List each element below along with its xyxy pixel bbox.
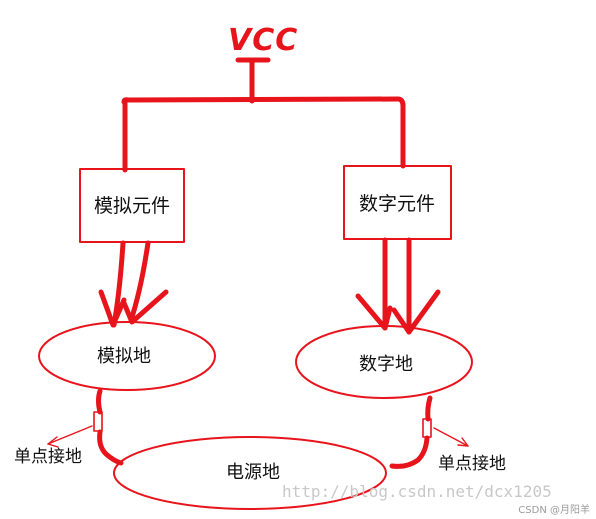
left-ground-link-upper	[96, 388, 103, 415]
right-ground-link-lower	[389, 435, 430, 469]
left-label-pointer	[47, 425, 93, 448]
power-rail	[121, 96, 406, 109]
digital-ground-ellipse	[295, 325, 473, 399]
single-point-label-left: 单点接地	[14, 447, 82, 467]
digital-ground-label: 数字地	[359, 354, 413, 375]
digital-down-arrows	[355, 237, 441, 335]
power-ground-label: 电源地	[226, 462, 280, 483]
right-label-pointer	[433, 427, 469, 447]
left-resistor	[93, 411, 103, 432]
analog-down-arrows	[98, 240, 169, 328]
analog-component-label: 模拟元件	[94, 195, 170, 217]
power-ground-ellipse	[113, 436, 387, 510]
watermark-url: http://blog.csdn.net/dcx1205	[282, 482, 552, 501]
vcc-label: VCC	[228, 23, 298, 58]
right-resistor	[422, 418, 432, 438]
right-ground-link-upper	[425, 395, 433, 422]
analog-ground-ellipse	[38, 321, 216, 391]
watermark-brand: CSDN @月阳羊	[518, 503, 590, 516]
left-ground-link-lower	[97, 429, 124, 466]
digital-component-label: 数字元件	[359, 193, 435, 215]
digital-component-box	[343, 165, 452, 240]
analog-component-box	[79, 168, 185, 243]
analog-ground-label: 模拟地	[97, 346, 151, 367]
single-point-label-right: 单点接地	[438, 454, 506, 474]
